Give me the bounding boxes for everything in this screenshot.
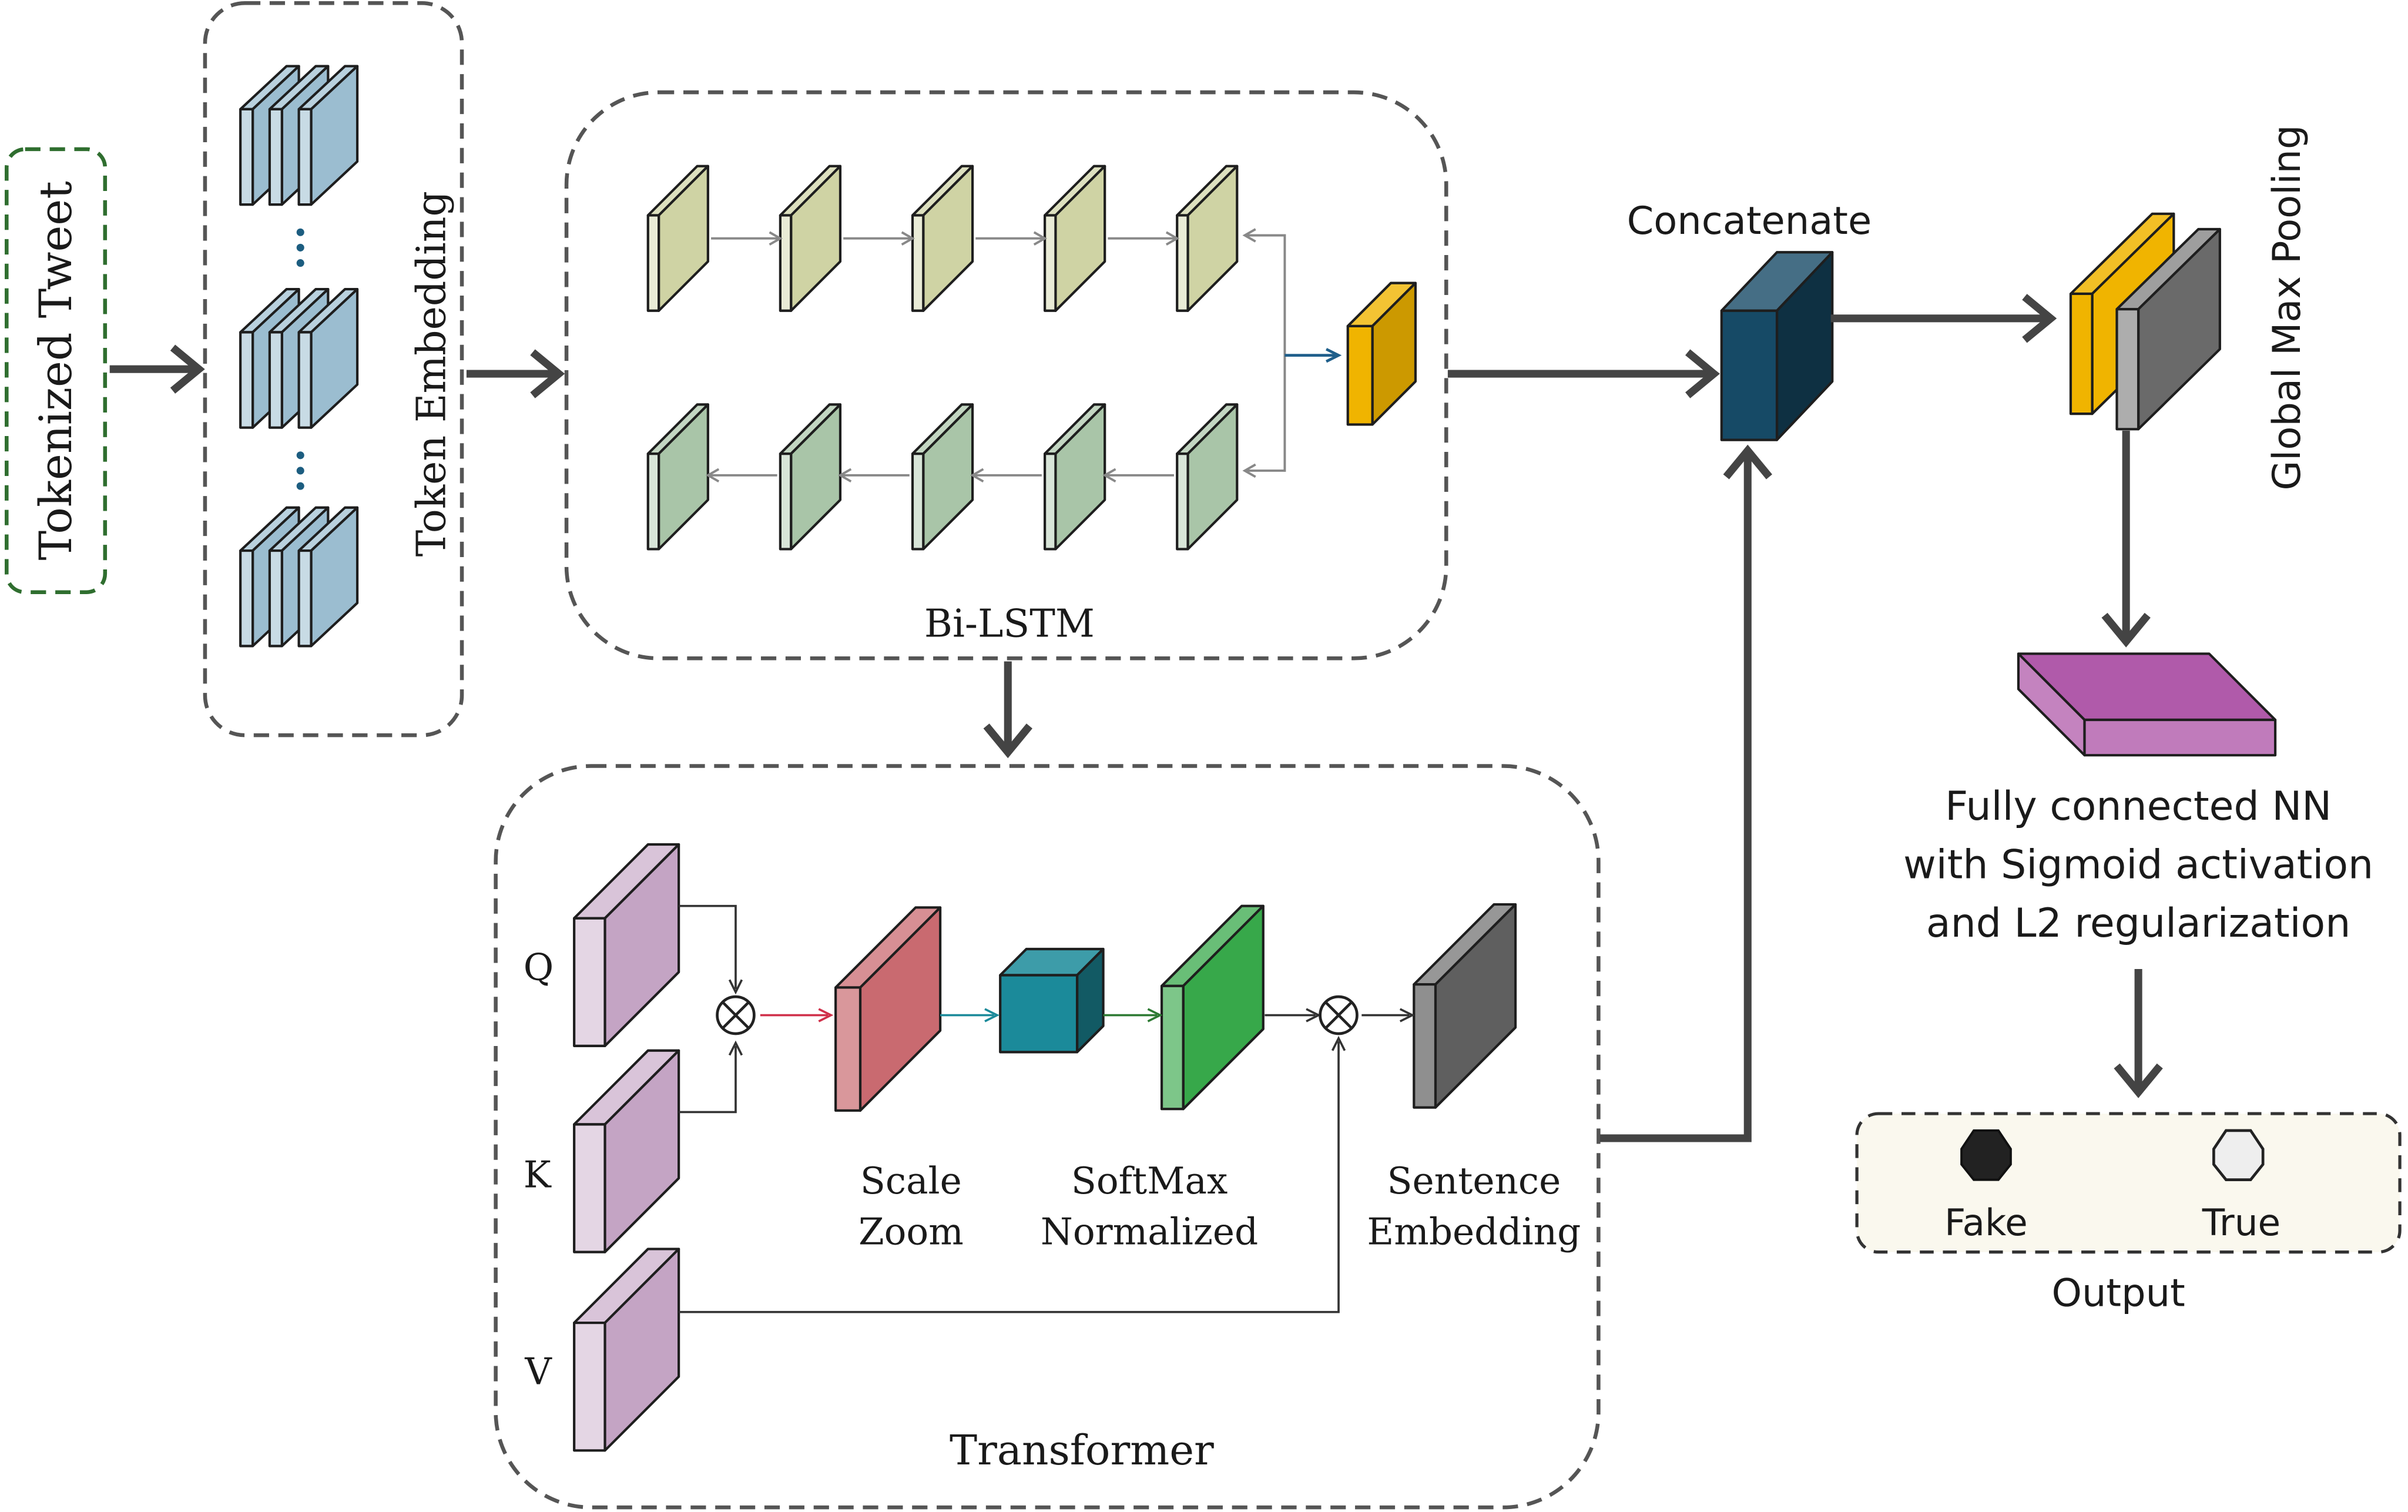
transformer-blocks [573, 843, 1517, 1452]
key-block [573, 1049, 680, 1253]
embedding-label: Embedding [1367, 1211, 1581, 1253]
lstm-backward-cell-1 [646, 403, 709, 551]
main-flow-arrows [109, 294, 2163, 1142]
fake-label: Fake [1944, 1201, 2028, 1244]
normalized-block [1160, 904, 1265, 1111]
softmax-cube [999, 947, 1105, 1054]
tokenized-tweet-label: Tokenized Tweet [30, 181, 82, 560]
true-label: True [2202, 1201, 2280, 1244]
value-label: V [524, 1350, 552, 1393]
bilstm-cells [646, 165, 1417, 551]
concatenate-block [1720, 251, 1834, 441]
concatenate-label: Concatenate [1627, 199, 1872, 243]
key-label: K [524, 1154, 552, 1196]
token-embedding-label: Token Embedding [408, 191, 455, 556]
bilstm-box [564, 90, 1448, 661]
sentence-label: Sentence [1387, 1159, 1561, 1202]
query-label: Q [524, 946, 554, 988]
lstm-backward-cell-2 [779, 403, 842, 551]
scale-zoom-block [834, 906, 942, 1112]
true-node [2212, 1129, 2265, 1181]
lstm-backward-cell-3 [911, 403, 974, 551]
multiply-op-1 [716, 995, 756, 1035]
lstm-forward-cell-4 [1043, 165, 1106, 312]
embedding-slab-0-2 [297, 65, 359, 206]
value-block [573, 1248, 680, 1452]
fc-label-line1: Fully connected NN [1945, 783, 2332, 830]
transformer-label: Transformer [950, 1426, 1214, 1474]
token-embedding-stacks [239, 65, 359, 648]
tokenized-tweet-box [5, 147, 108, 595]
sentence-embedding-block [1413, 903, 1517, 1109]
attention-connectors [679, 904, 1415, 1313]
embedding-slab-2-2 [297, 506, 359, 648]
right-blocks [1720, 212, 2277, 757]
output-box [1855, 1112, 2402, 1254]
fake-node [1960, 1129, 2012, 1181]
fc-label-line2: with Sigmoid activation [1903, 842, 2373, 889]
scale-label: Scale [860, 1159, 962, 1202]
embedding-slab-1-2 [297, 287, 359, 429]
token-embedding-box [203, 1, 464, 737]
transformer-box [494, 764, 1601, 1510]
lstm-forward-cell-3 [911, 165, 974, 312]
fc-label-line3: and L2 regularization [1926, 900, 2350, 947]
bilstm-label: Bi-LSTM [924, 602, 1095, 646]
lstm-backward-cell-4 [1043, 403, 1106, 551]
global-max-pooling-label: Global Max Pooling [2265, 125, 2309, 490]
lstm-forward-cell-2 [779, 165, 842, 312]
lstm-forward-cell-5 [1176, 165, 1239, 312]
lstm-forward-cell-1 [646, 165, 709, 312]
bilstm-output-block [1346, 281, 1417, 426]
zoom-label: Zoom [858, 1211, 964, 1253]
bilstm-connectors [705, 228, 1286, 482]
pooling-gray-block [2115, 227, 2221, 431]
normalized-label: Normalized [1041, 1211, 1258, 1253]
query-block [573, 843, 680, 1047]
fully-connected-block [2017, 652, 2277, 757]
ellipsis-dots [296, 228, 304, 490]
multiply-op-2 [1319, 995, 1359, 1035]
output-label: Output [2051, 1270, 2185, 1315]
lstm-backward-cell-5 [1176, 403, 1239, 551]
softmax-label: SoftMax [1071, 1159, 1228, 1202]
